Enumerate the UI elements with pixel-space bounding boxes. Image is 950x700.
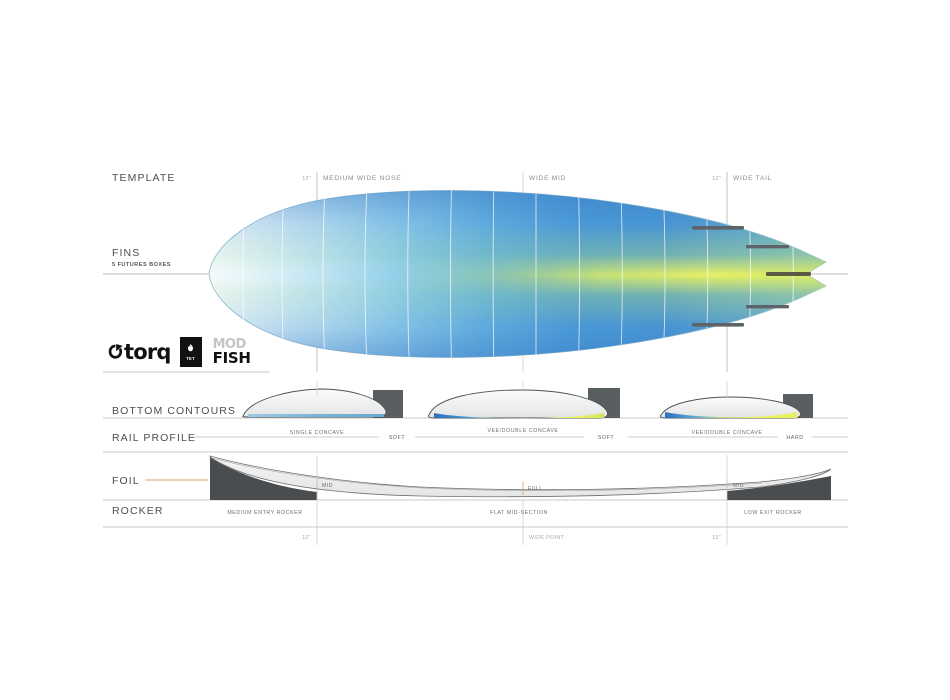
model-prefix: MOD <box>212 336 247 352</box>
rail-profile-label-1: SOFT <box>389 435 406 441</box>
fin-box-front-right <box>692 323 744 327</box>
section-sub-fins: 5 FUTURES BOXES <box>112 262 171 268</box>
rocker-label-entry: MEDIUM ENTRY ROCKER <box>227 510 302 516</box>
zone-label-wide-tail: WIDE TAIL <box>733 175 772 182</box>
section-label-template: TEMPLATE <box>112 172 175 184</box>
tick-label-nose-12in: 12" <box>302 176 311 182</box>
tet-badge-text: TET <box>186 356 196 361</box>
baseline-tick-nose: 12" <box>302 535 311 541</box>
fin-box-rear-left <box>746 245 789 249</box>
bottom-contour-label-nose: SINGLE CONCAVE <box>290 430 344 436</box>
baseline-tick-tail: 12" <box>712 535 721 541</box>
cross-section-tail <box>659 394 813 419</box>
section-label-rail-profile: RAIL PROFILE <box>112 432 196 444</box>
fin-box-front-left <box>692 226 744 230</box>
foil-profile <box>209 455 832 500</box>
tick-label-tail-12in: 12" <box>712 176 721 182</box>
torq-wordmark: torq <box>124 339 171 364</box>
torq-mark-icon <box>108 343 123 359</box>
torq-logo: torq <box>108 339 171 364</box>
zone-label-medium-wide-nose: MEDIUM WIDE NOSE <box>323 175 401 182</box>
fin-box-center <box>766 272 811 276</box>
bottom-contour-label-mid: VEE/DOUBLE CONCAVE <box>487 428 558 434</box>
section-label-fins: FINS <box>112 247 140 259</box>
fin-box-rear-right <box>746 305 789 309</box>
bottom-contour-label-tail: VEE/DOUBLE CONCAVE <box>691 430 762 436</box>
foil-label-nose: MID <box>322 483 333 489</box>
zone-label-wide-mid: WIDE MID <box>529 175 566 182</box>
rail-profile-label-3: HARD <box>786 435 803 441</box>
flame-shield-icon <box>188 343 194 352</box>
model-name-block: MOD FISH <box>212 336 251 368</box>
section-label-bottom-contours: BOTTOM CONTOURS <box>112 405 236 417</box>
board-outline <box>208 190 827 358</box>
model-name: FISH <box>212 349 251 368</box>
cross-section-nose <box>242 388 403 418</box>
cross-section-mid <box>427 388 620 419</box>
rocker-label-exit: LOW EXIT ROCKER <box>744 510 802 516</box>
tet-badge: TET <box>179 337 202 367</box>
foil-label-mid: FULL <box>528 486 543 492</box>
baseline-tick-wide-point: WIDE POINT <box>529 535 564 541</box>
rail-profile-label-2: SOFT <box>598 435 615 441</box>
foil-label-tail: MID <box>733 483 744 489</box>
section-label-rocker: ROCKER <box>112 505 164 517</box>
rocker-label-mid: FLAT MID-SECTION <box>490 510 548 516</box>
fin-boxes <box>692 226 811 327</box>
branding-block: torq TET MOD FISH <box>108 337 251 367</box>
section-label-foil: FOIL <box>112 475 140 487</box>
